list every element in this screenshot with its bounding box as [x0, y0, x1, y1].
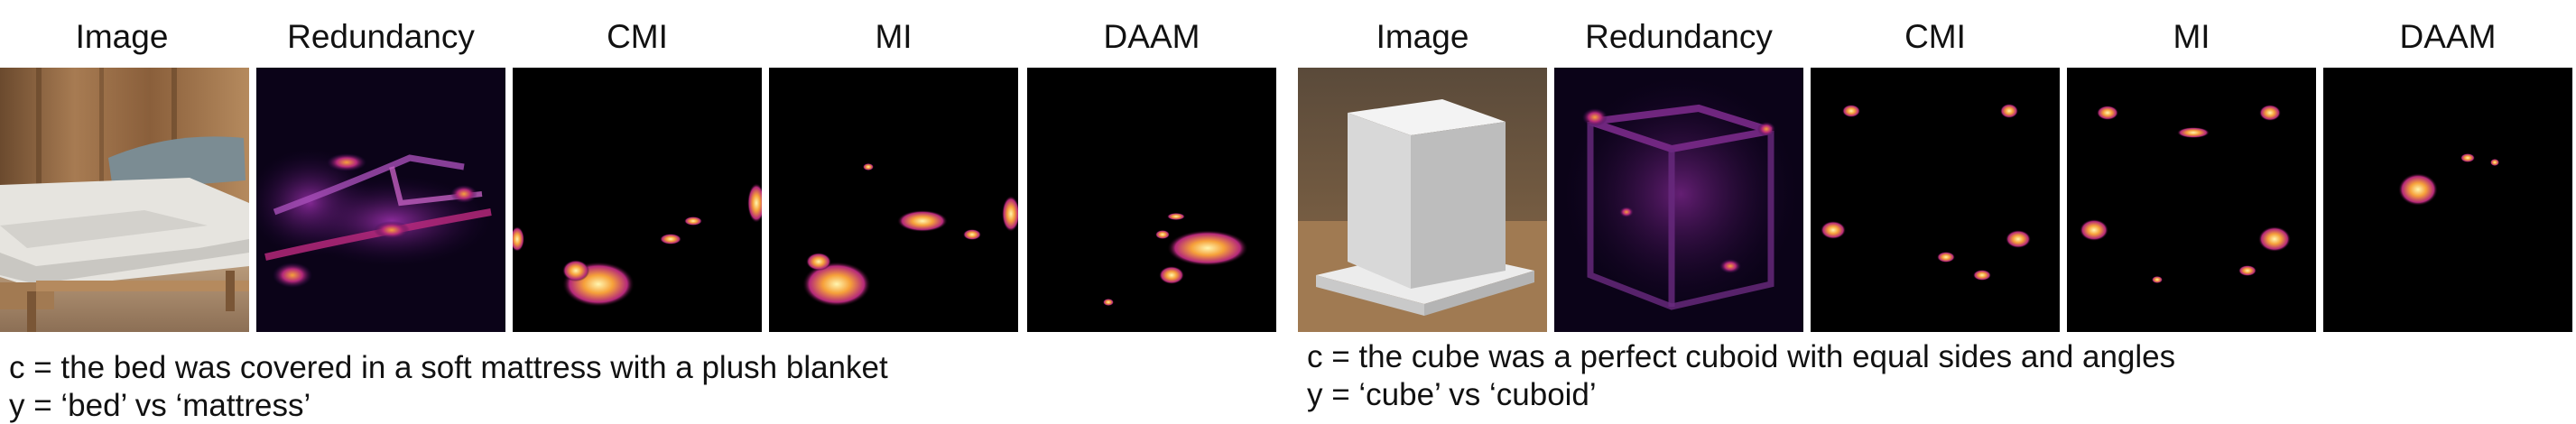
cube-photo: [1298, 68, 1547, 332]
daam-heatmap-bed: [1027, 68, 1276, 332]
caption-labels-cube: y = ‘cube’ vs ‘cuboid’: [1307, 377, 1597, 412]
header-mi: MI: [875, 18, 913, 55]
redundancy-heatmap-bed: [256, 68, 505, 332]
cmi-heatmap-bed: [513, 68, 762, 332]
header-image: Image: [1376, 18, 1469, 55]
header-image: Image: [75, 18, 169, 55]
caption-context-cube: c = the cube was a perfect cuboid with e…: [1307, 339, 2176, 374]
mi-heatmap-bed: [769, 68, 1018, 332]
bed-photo: [0, 68, 249, 332]
daam-heatmap-cube: [2323, 68, 2572, 332]
header-cmi: CMI: [607, 18, 668, 55]
header-mi: MI: [2173, 18, 2210, 55]
header-daam: DAAM: [2399, 18, 2497, 55]
caption-labels-bed: y = ‘bed’ vs ‘mattress’: [9, 388, 311, 423]
header-cmi: CMI: [1904, 18, 1966, 55]
header-redundancy: Redundancy: [1585, 18, 1773, 55]
header-redundancy: Redundancy: [287, 18, 475, 55]
header-daam: DAAM: [1103, 18, 1200, 55]
cmi-heatmap-cube: [1811, 68, 2060, 332]
caption-context-bed: c = the bed was covered in a soft mattre…: [9, 350, 888, 385]
redundancy-heatmap-cube: [1554, 68, 1803, 332]
mi-heatmap-cube: [2067, 68, 2316, 332]
